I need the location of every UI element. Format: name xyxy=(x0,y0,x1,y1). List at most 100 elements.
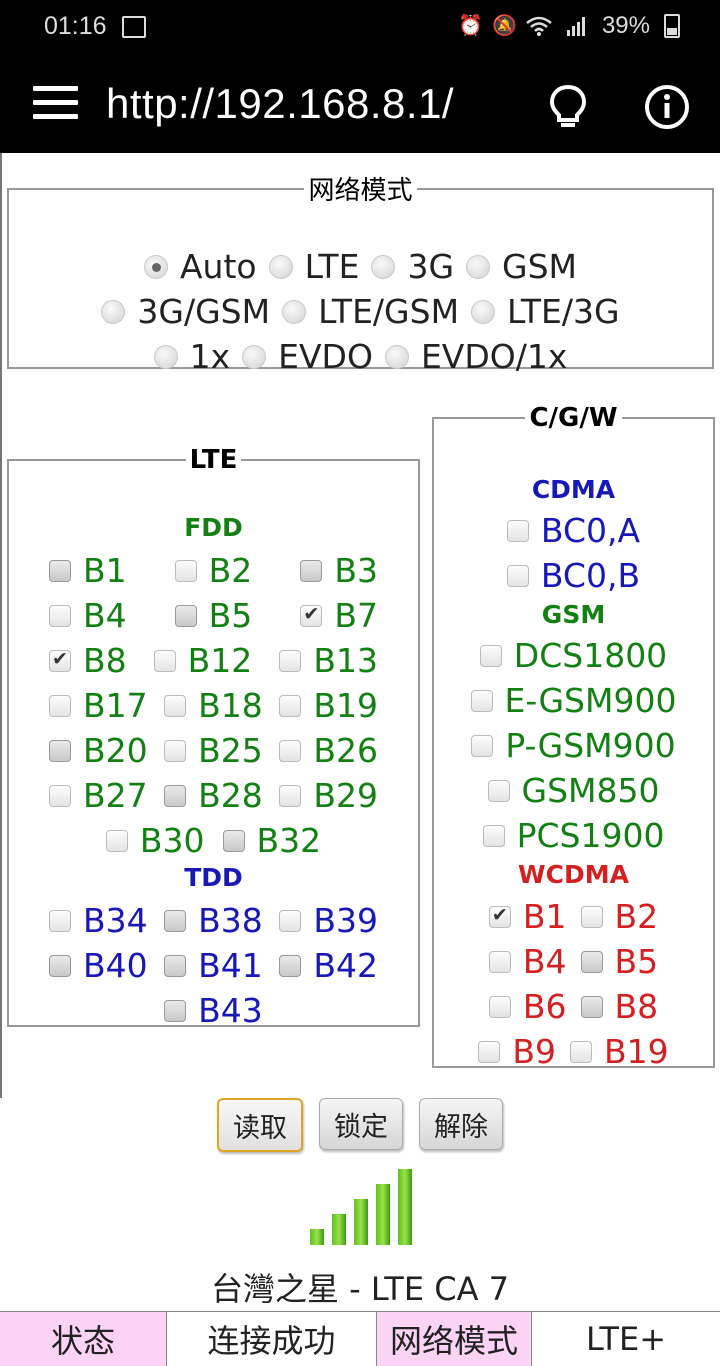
band-option[interactable]: B34 xyxy=(49,901,148,940)
band-option[interactable]: B19 xyxy=(570,1032,669,1071)
band-option[interactable]: BC0,A xyxy=(506,511,640,550)
band-checkbox[interactable] xyxy=(49,559,71,582)
band-checkbox[interactable] xyxy=(164,694,187,717)
band-checkbox[interactable] xyxy=(49,648,71,672)
band-option[interactable]: B7 xyxy=(300,596,378,635)
band-option[interactable]: B8 xyxy=(580,987,658,1026)
read-button[interactable]: 读取 xyxy=(217,1098,303,1152)
band-checkbox[interactable] xyxy=(580,995,603,1018)
band-option[interactable]: B42 xyxy=(279,946,378,985)
band-option[interactable]: B2 xyxy=(580,897,658,936)
band-option[interactable]: B4 xyxy=(488,942,567,981)
network-mode-option[interactable]: LTE/GSM xyxy=(282,292,459,331)
lock-button[interactable]: 锁定 xyxy=(319,1098,403,1150)
lightbulb-icon[interactable] xyxy=(548,84,588,130)
band-option[interactable]: B5 xyxy=(580,942,658,981)
band-checkbox[interactable] xyxy=(488,995,511,1018)
tab-network-mode[interactable]: 网络模式 xyxy=(377,1312,532,1366)
band-option[interactable]: B28 xyxy=(164,776,263,815)
band-checkbox[interactable] xyxy=(479,644,502,667)
network-mode-option[interactable]: LTE xyxy=(268,247,359,286)
network-mode-option[interactable]: EVDO/1x xyxy=(384,337,567,376)
network-mode-option[interactable]: EVDO xyxy=(242,337,373,376)
band-checkbox[interactable] xyxy=(482,824,505,847)
band-option[interactable]: B18 xyxy=(164,686,263,725)
network-mode-radio[interactable] xyxy=(153,344,178,369)
band-option[interactable]: B9 xyxy=(478,1032,556,1071)
network-mode-radio[interactable] xyxy=(282,299,307,324)
band-checkbox[interactable] xyxy=(49,604,71,627)
band-option[interactable]: B13 xyxy=(279,641,378,680)
band-checkbox[interactable] xyxy=(300,603,323,627)
band-option[interactable]: BC0,B xyxy=(506,556,640,595)
band-checkbox[interactable] xyxy=(49,784,71,807)
band-option[interactable]: B40 xyxy=(49,946,148,985)
band-option[interactable]: B2 xyxy=(174,551,252,590)
band-option[interactable]: B17 xyxy=(49,686,148,725)
band-checkbox[interactable] xyxy=(279,909,302,932)
band-option[interactable]: B32 xyxy=(222,821,321,860)
band-option[interactable]: DCS1800 xyxy=(479,636,667,675)
network-mode-radio[interactable] xyxy=(384,344,409,369)
band-checkbox[interactable] xyxy=(49,739,71,762)
band-checkbox[interactable] xyxy=(164,784,187,807)
band-checkbox[interactable] xyxy=(506,519,529,542)
band-checkbox[interactable] xyxy=(174,559,197,582)
band-option[interactable]: B12 xyxy=(153,641,252,680)
band-option[interactable]: B38 xyxy=(164,901,263,940)
tab-connection[interactable]: 连接成功 xyxy=(167,1312,377,1366)
band-checkbox[interactable] xyxy=(300,559,323,582)
band-option[interactable]: B25 xyxy=(164,731,263,770)
network-mode-option[interactable]: GSM xyxy=(466,247,577,286)
network-mode-option[interactable]: 3G xyxy=(371,247,454,286)
band-checkbox[interactable] xyxy=(506,564,529,587)
band-option[interactable]: B26 xyxy=(279,731,378,770)
band-checkbox[interactable] xyxy=(164,954,187,977)
band-checkbox[interactable] xyxy=(49,954,71,977)
network-mode-option[interactable]: 3G/GSM xyxy=(101,292,270,331)
band-option[interactable]: B4 xyxy=(49,596,127,635)
tab-lte-plus[interactable]: LTE+ xyxy=(586,1320,666,1358)
network-mode-radio[interactable] xyxy=(268,254,293,279)
band-option[interactable]: B3 xyxy=(300,551,378,590)
menu-icon[interactable] xyxy=(33,86,78,122)
band-option[interactable]: B8 xyxy=(49,641,127,680)
network-mode-option[interactable]: 1x xyxy=(153,337,230,376)
band-option[interactable]: GSM850 xyxy=(487,771,659,810)
band-option[interactable]: B1 xyxy=(49,551,127,590)
band-checkbox[interactable] xyxy=(164,739,187,762)
band-option[interactable]: PCS1900 xyxy=(482,816,664,855)
band-checkbox[interactable] xyxy=(487,779,510,802)
band-checkbox[interactable] xyxy=(222,829,245,852)
band-checkbox[interactable] xyxy=(580,950,603,973)
band-option[interactable]: B19 xyxy=(279,686,378,725)
band-checkbox[interactable] xyxy=(470,689,493,712)
network-mode-radio[interactable] xyxy=(466,254,491,279)
band-checkbox[interactable] xyxy=(570,1040,592,1063)
band-option[interactable]: B43 xyxy=(164,991,263,1030)
band-option[interactable]: E-GSM900 xyxy=(470,681,676,720)
band-checkbox[interactable] xyxy=(580,905,603,928)
band-option[interactable]: P-GSM900 xyxy=(471,726,676,765)
band-option[interactable]: B5 xyxy=(174,596,252,635)
band-checkbox[interactable] xyxy=(49,694,71,717)
band-checkbox[interactable] xyxy=(164,999,187,1022)
network-mode-option[interactable]: LTE/3G xyxy=(471,292,620,331)
network-mode-radio[interactable] xyxy=(371,254,396,279)
band-option[interactable]: B27 xyxy=(49,776,148,815)
unlock-button[interactable]: 解除 xyxy=(419,1098,503,1150)
band-option[interactable]: B30 xyxy=(105,821,205,860)
band-checkbox[interactable] xyxy=(488,904,511,928)
tab-status[interactable]: 状态 xyxy=(0,1312,167,1366)
band-checkbox[interactable] xyxy=(49,909,71,932)
band-checkbox[interactable] xyxy=(279,784,302,807)
network-mode-option[interactable]: Auto xyxy=(143,247,257,286)
band-option[interactable]: B41 xyxy=(164,946,263,985)
band-checkbox[interactable] xyxy=(471,734,494,757)
band-checkbox[interactable] xyxy=(279,739,302,762)
band-checkbox[interactable] xyxy=(279,694,302,717)
band-option[interactable]: B39 xyxy=(279,901,378,940)
network-mode-radio[interactable] xyxy=(471,299,496,324)
band-checkbox[interactable] xyxy=(279,649,302,672)
band-option[interactable]: B20 xyxy=(49,731,148,770)
